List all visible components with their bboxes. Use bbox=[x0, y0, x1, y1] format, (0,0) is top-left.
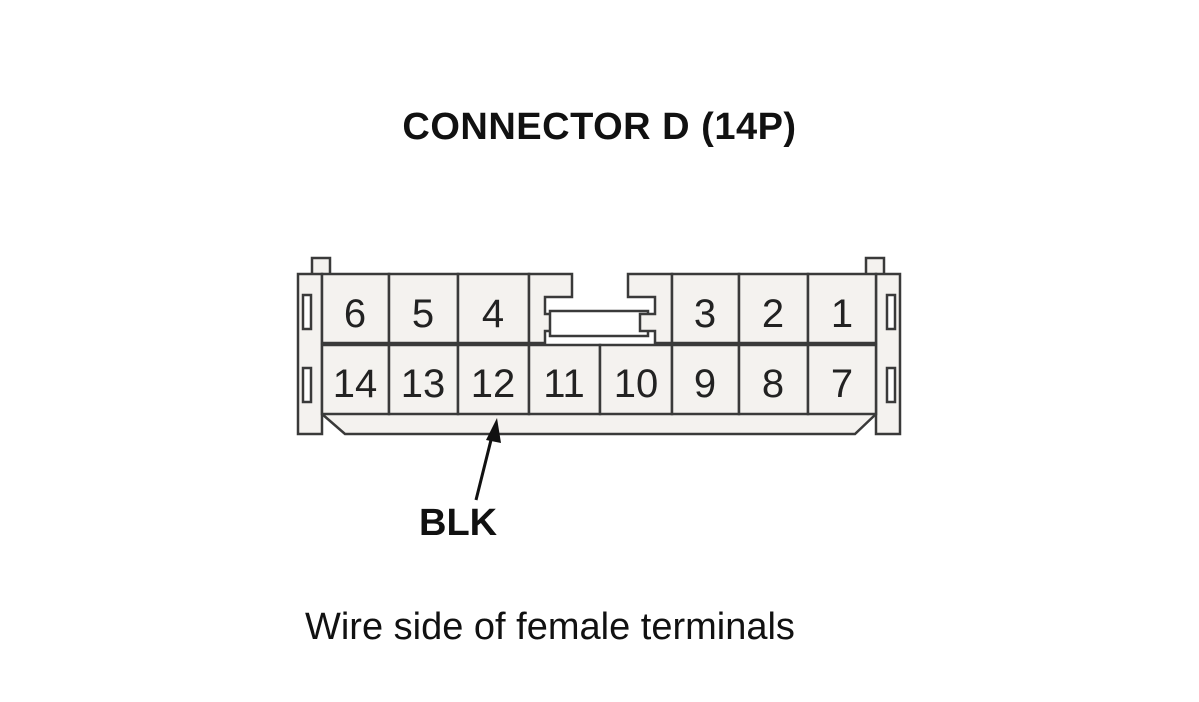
pin-label-9: 9 bbox=[694, 362, 716, 406]
pin-cell-12 bbox=[456, 343, 531, 416]
pin-cell-8 bbox=[737, 343, 810, 416]
pin-label-4: 4 bbox=[482, 292, 504, 336]
right-lower-slot bbox=[885, 366, 897, 404]
pin-label-2: 2 bbox=[762, 292, 784, 336]
keyway-lock-right bbox=[626, 272, 674, 345]
diagram-title: CONNECTOR D (14P) bbox=[402, 106, 797, 148]
pin-label-7: 7 bbox=[831, 362, 853, 406]
pin-label-3: 3 bbox=[694, 292, 716, 336]
left-upper-slot bbox=[301, 293, 313, 331]
pin-label-14: 14 bbox=[333, 362, 378, 406]
right-upper-slot bbox=[885, 293, 897, 331]
wire-color-label: BLK bbox=[419, 502, 498, 544]
pin-label-11: 11 bbox=[543, 362, 585, 406]
pin-cell-11 bbox=[527, 343, 602, 416]
pin-cell-1 bbox=[806, 272, 878, 345]
pin-label-8: 8 bbox=[762, 362, 784, 406]
pin-cell-4 bbox=[456, 272, 531, 345]
pin-label-10: 10 bbox=[614, 362, 659, 406]
bottom-rail bbox=[321, 413, 877, 436]
left-lower-slot bbox=[301, 366, 313, 404]
pin-label-12: 12 bbox=[471, 362, 516, 406]
pin-cell-2 bbox=[737, 272, 810, 345]
pin-label-13: 13 bbox=[401, 362, 446, 406]
pin-cell-7 bbox=[806, 343, 878, 416]
pin-label-6: 6 bbox=[344, 292, 366, 336]
pin-label-5: 5 bbox=[412, 292, 434, 336]
pin-cell-9 bbox=[670, 343, 741, 416]
callout-arrow-head bbox=[486, 418, 501, 443]
keyway-bridge bbox=[548, 309, 650, 338]
pin-cell-14 bbox=[320, 343, 391, 416]
top-row bbox=[320, 272, 878, 345]
bottom-row bbox=[320, 343, 878, 416]
pin-label-1: 1 bbox=[831, 292, 853, 336]
diagram-caption: Wire side of female terminals bbox=[305, 606, 795, 648]
